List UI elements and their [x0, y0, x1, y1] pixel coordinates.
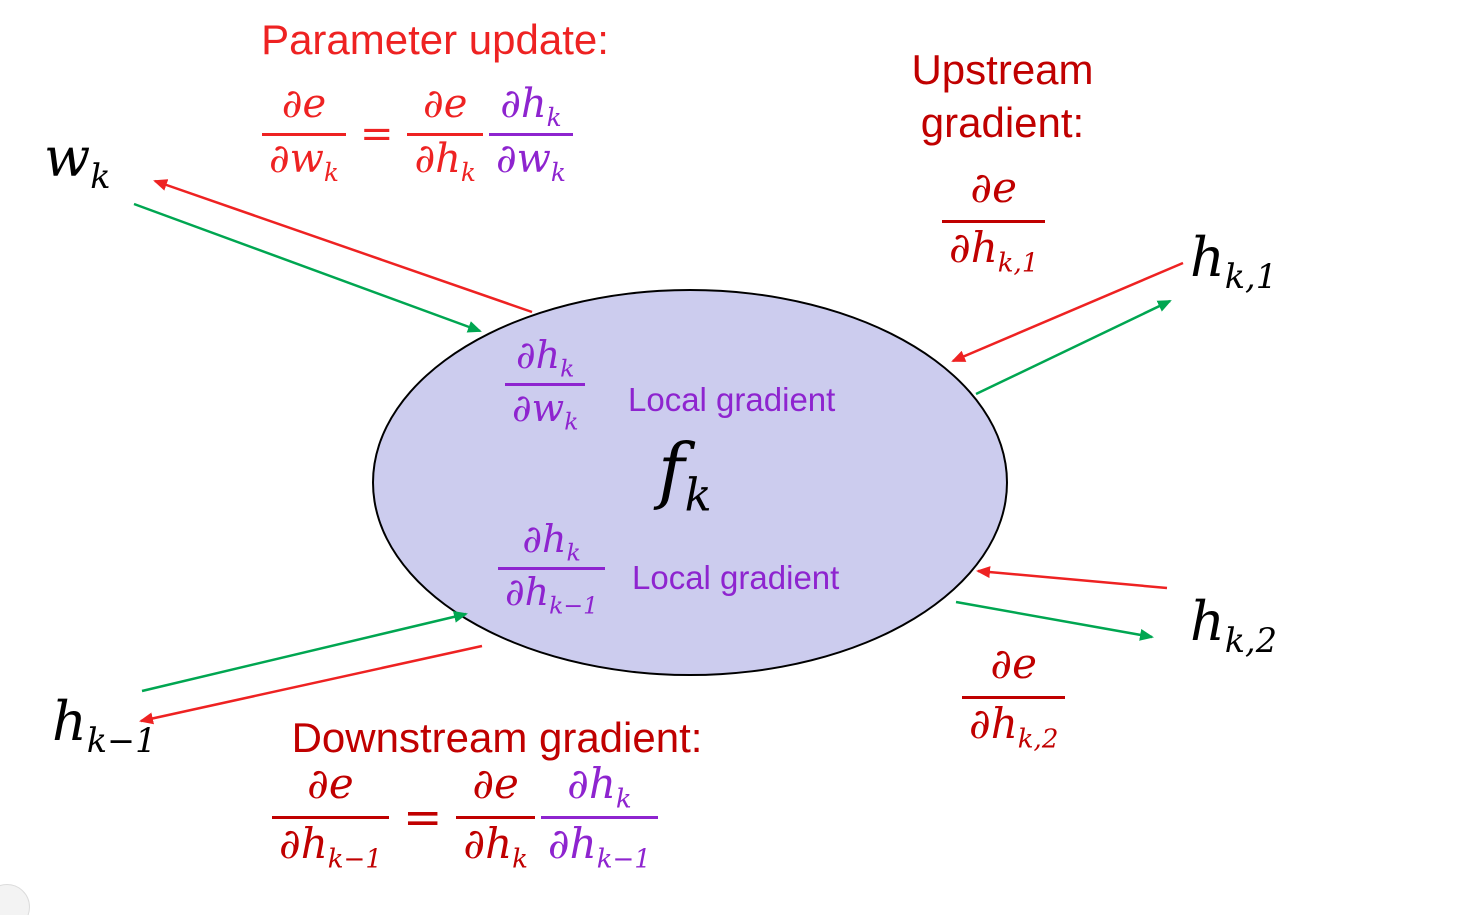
- numerator: ∂e: [472, 759, 519, 808]
- denominator: ∂hk−1: [498, 566, 606, 619]
- frac-dhk-dhkm1: ∂hk ∂hk−1: [540, 759, 658, 875]
- parameter-update-equation: ∂e ∂wk = ∂e ∂hk ∂hk ∂wk: [262, 82, 573, 187]
- upstream-arrow-from-hk2: [976, 566, 1168, 590]
- denominator: ∂hk−1: [272, 815, 389, 875]
- local-gradient-top-label: Local gradient: [628, 381, 836, 418]
- denominator: ∂wk: [505, 382, 586, 435]
- forward-arrow-to-hk1: [975, 299, 1172, 396]
- local-gradient-top-fraction: ∂hk ∂wk: [505, 333, 586, 435]
- node-label-hk2: hk,2: [1190, 590, 1277, 660]
- hk2-gradient-fraction: ∂e ∂hk,2: [962, 639, 1066, 755]
- upstream-gradient-fraction: ∂e ∂hk,1: [942, 163, 1046, 279]
- numerator: ∂hk: [567, 759, 632, 815]
- numerator: ∂hk: [522, 517, 581, 567]
- gradient-arrow-to-wk: [153, 179, 533, 314]
- numerator: ∂hk: [500, 81, 562, 132]
- numerator: ∂e: [281, 81, 327, 127]
- denominator: ∂wk: [262, 132, 346, 187]
- parameter-update-title: Parameter update:: [261, 16, 609, 63]
- upstream-gradient-title: Upstream gradient:: [870, 44, 1135, 149]
- frac-dhk-dwk: ∂hk ∂wk: [488, 81, 573, 187]
- downstream-arrow-to-hkm1: [139, 644, 483, 725]
- node-label-hk1: hk,1: [1190, 226, 1277, 296]
- frac-de-dhk: ∂e ∂hk: [456, 760, 535, 874]
- frac-de-dwk: ∂e ∂wk: [262, 82, 346, 187]
- forward-arrow-from-wk: [133, 202, 482, 333]
- denominator: ∂hk−1: [540, 815, 658, 875]
- numerator: ∂e: [970, 163, 1017, 212]
- denominator: ∂hk,2: [962, 695, 1066, 755]
- node-label-fk: fk: [658, 428, 712, 522]
- downstream-gradient-title: Downstream gradient:: [291, 714, 703, 761]
- local-gradient-bottom-fraction: ∂hk ∂hk−1: [498, 517, 606, 619]
- downstream-gradient-equation: ∂e ∂hk−1 = ∂e ∂hk ∂hk ∂hk−1: [272, 760, 658, 874]
- equals-sign: =: [402, 789, 443, 845]
- denominator: ∂wk: [488, 132, 573, 187]
- forward-arrow-from-hkm1: [141, 610, 468, 693]
- upstream-gradient-title-line1: Upstream: [911, 46, 1094, 93]
- corner-widget[interactable]: [0, 884, 30, 915]
- denominator: ∂hk: [456, 815, 535, 875]
- numerator: ∂e: [990, 639, 1037, 688]
- local-gradient-bottom-label: Local gradient: [632, 559, 840, 596]
- denominator: ∂hk,1: [942, 219, 1046, 279]
- numerator: ∂e: [307, 759, 354, 808]
- frac-de-dhkm1: ∂e ∂hk−1: [272, 760, 389, 874]
- node-label-wk: wk: [44, 126, 111, 196]
- upstream-gradient-title-line2: gradient:: [920, 98, 1085, 146]
- denominator: ∂hk: [407, 132, 483, 187]
- numerator: ∂hk: [516, 333, 575, 383]
- numerator: ∂e: [423, 81, 468, 127]
- forward-arrow-to-hk2: [955, 600, 1154, 641]
- frac-de-dhk: ∂e ∂hk: [407, 81, 483, 187]
- node-label-hkm1: hk−1: [52, 690, 157, 760]
- equals-sign: =: [359, 111, 394, 158]
- function-node-ellipse: [372, 289, 1008, 676]
